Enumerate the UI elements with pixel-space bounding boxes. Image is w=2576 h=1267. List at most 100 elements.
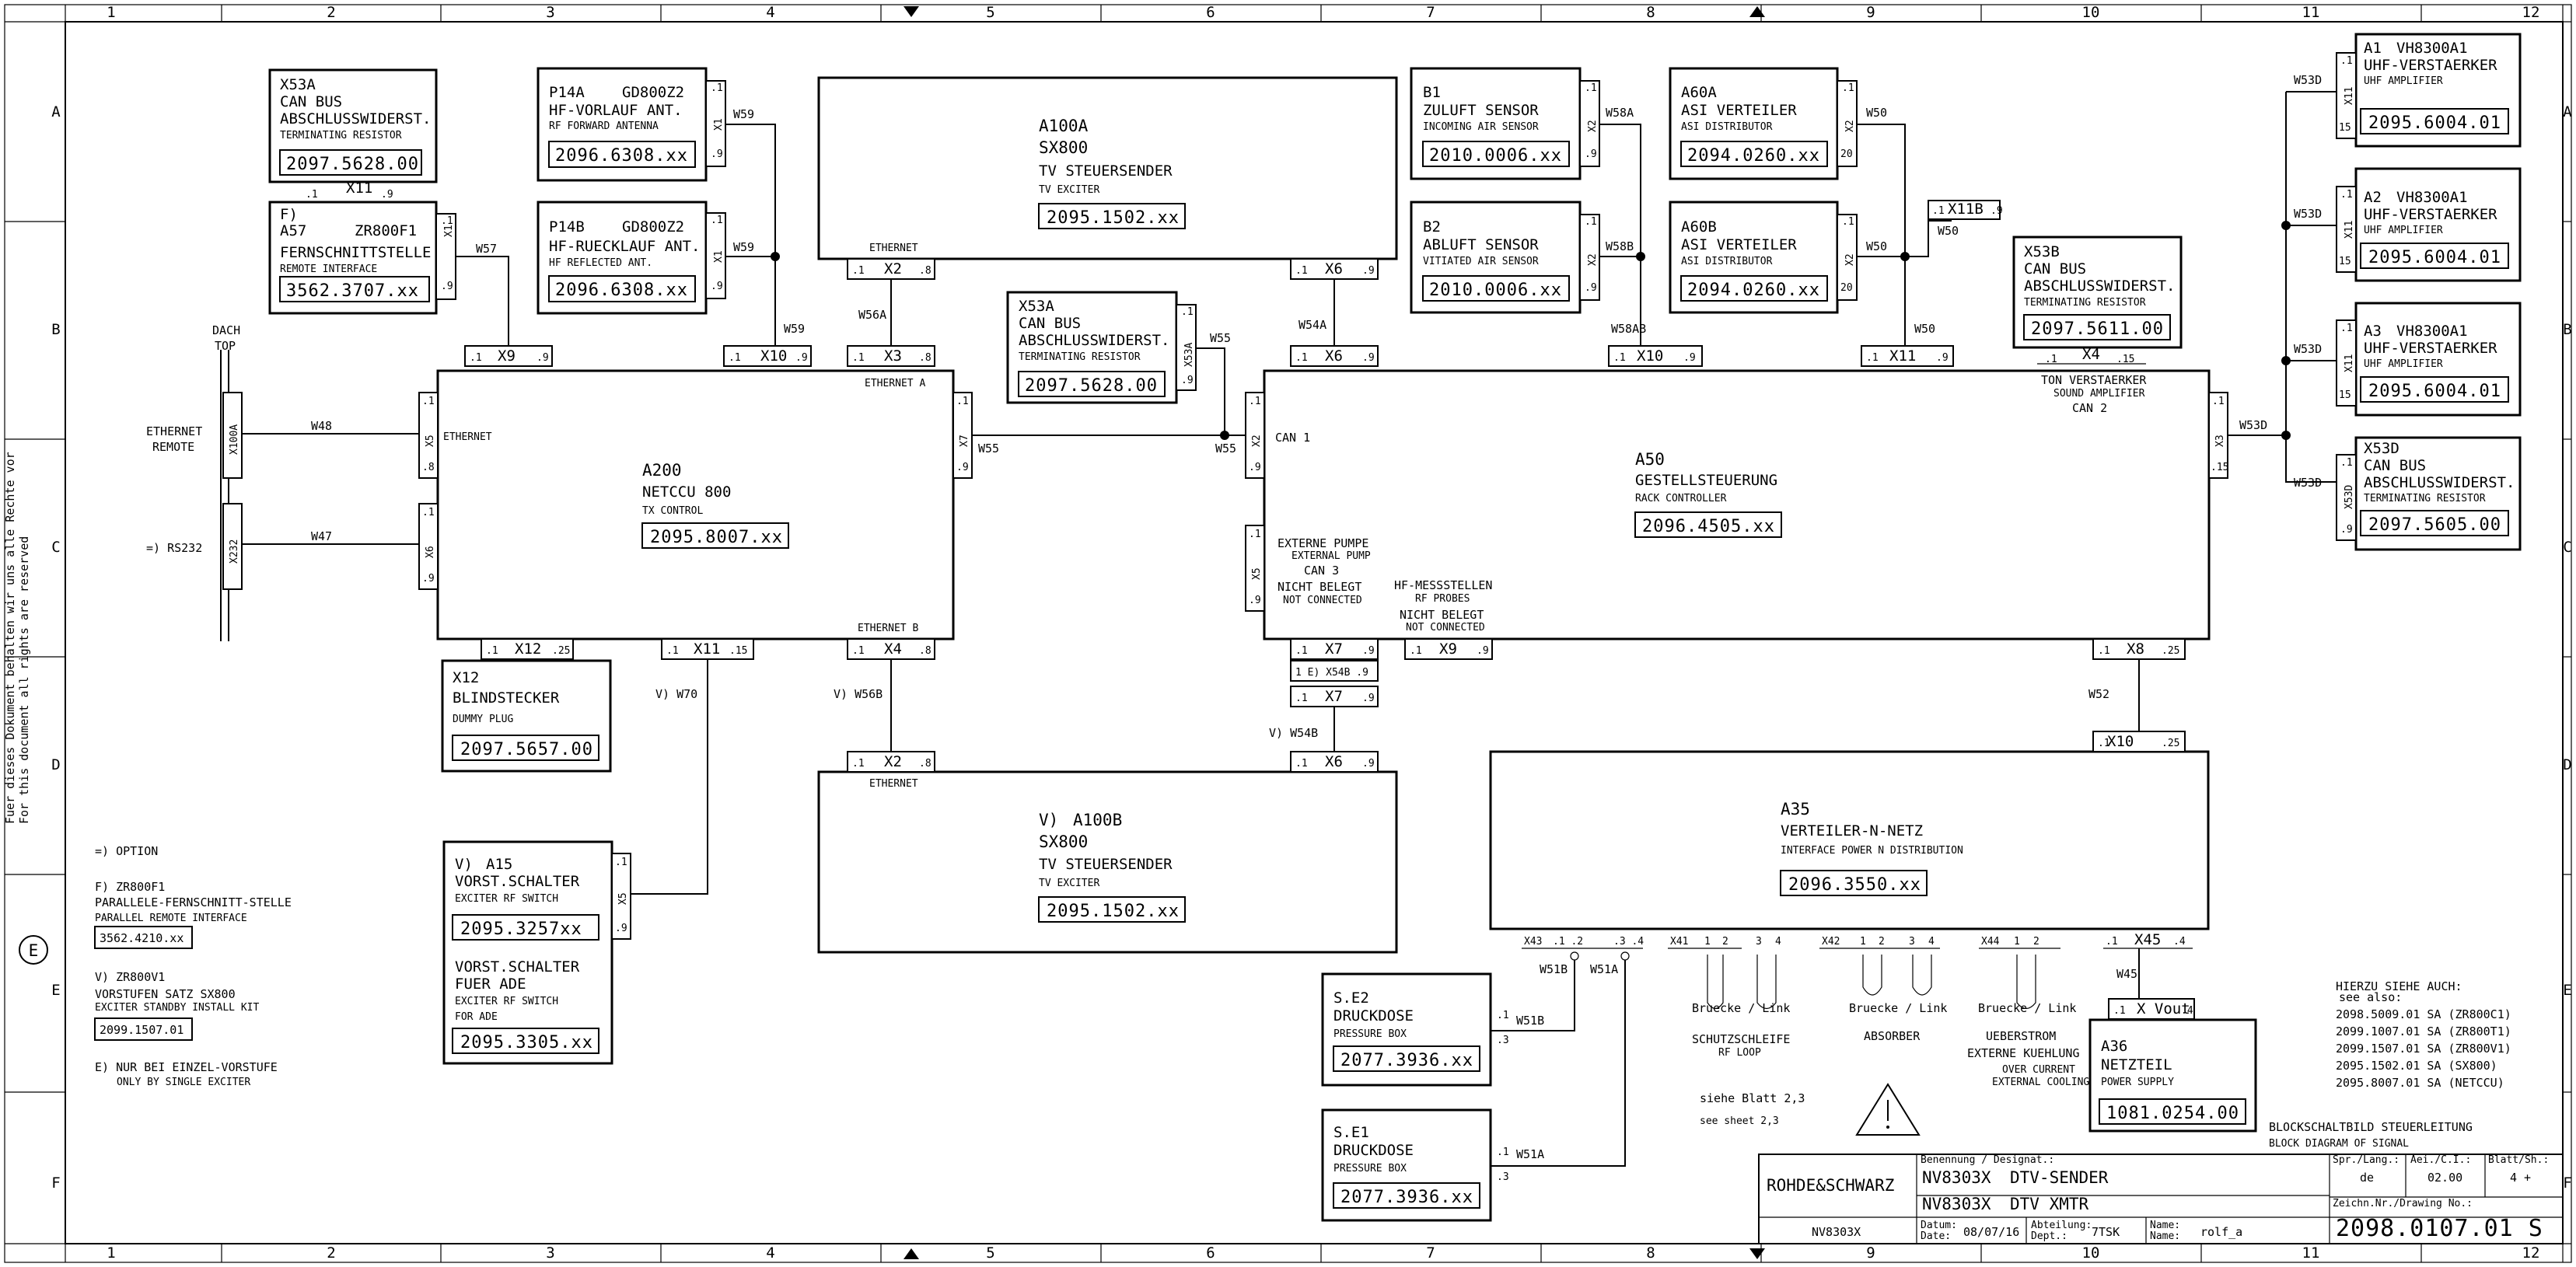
svg-text:EXTERNE PUMPE: EXTERNE PUMPE (1278, 536, 1368, 550)
svg-text:2099.1007.01 SA (ZR800T1): 2099.1007.01 SA (ZR800T1) (2336, 1024, 2511, 1038)
svg-text:SX800: SX800 (1039, 138, 1088, 157)
svg-text:.8: .8 (919, 645, 931, 657)
svg-text:X44: X44 (1981, 936, 2000, 948)
svg-text:X6: X6 (1325, 260, 1343, 277)
svg-text:rolf_a: rolf_a (2200, 1225, 2242, 1239)
svg-text:F) ZR800F1: F) ZR800F1 (95, 880, 165, 894)
svg-text:2095.3257xx: 2095.3257xx (460, 920, 582, 939)
svg-text:X7: X7 (959, 435, 970, 447)
svg-text:BLINDSTECKER: BLINDSTECKER (453, 689, 560, 707)
svg-text:A36: A36 (2101, 1038, 2127, 1055)
svg-text:E: E (2563, 982, 2571, 999)
svg-text:ASI DISTRIBUTOR: ASI DISTRIBUTOR (1681, 256, 1773, 267)
svg-text:.1: .1 (2113, 1005, 2126, 1017)
svg-text:.1: .1 (1497, 1010, 1509, 1021)
svg-text:UHF-VERSTAERKER: UHF-VERSTAERKER (2364, 340, 2497, 357)
svg-text:3: 3 (546, 1244, 554, 1262)
svg-text:SX800: SX800 (1039, 832, 1088, 851)
svg-text:PARALLELE-FERNSCHNITT-STELLE: PARALLELE-FERNSCHNITT-STELLE (95, 895, 292, 909)
svg-text:DACH: DACH (212, 323, 240, 337)
block-b1: B1 ZULUFT SENSOR INCOMING AIR SENSOR 201… (1410, 67, 1600, 180)
svg-text:FERNSCHNITTSTELLE: FERNSCHNITTSTELLE (280, 244, 431, 261)
svg-text:V) W70: V) W70 (655, 687, 697, 701)
svg-text:Bruecke / Link: Bruecke / Link (1692, 1001, 1790, 1015)
svg-text:A100A: A100A (1039, 117, 1089, 135)
svg-text:W50: W50 (1866, 106, 1887, 120)
svg-text:B1: B1 (1423, 84, 1441, 101)
svg-text:2095.6004.01: 2095.6004.01 (2368, 113, 2501, 133)
svg-text:11: 11 (2302, 4, 2320, 21)
svg-text:X2: X2 (1844, 120, 1856, 132)
block-a15: V) A15 VORST.SCHALTER EXCITER RF SWITCH … (442, 840, 631, 1065)
svg-text:.1: .1 (1249, 396, 1261, 407)
svg-text:VH8300A1: VH8300A1 (2396, 40, 2468, 57)
svg-text:15: 15 (2339, 256, 2351, 267)
svg-text:.1: .1 (486, 645, 498, 657)
svg-text:NICHT BELEGT: NICHT BELEGT (1278, 580, 1361, 594)
svg-text:9: 9 (1866, 4, 1875, 21)
svg-text:4 +: 4 + (2510, 1171, 2531, 1185)
svg-text:2097.5611.00: 2097.5611.00 (2031, 319, 2164, 339)
svg-text:.9: .9 (441, 281, 453, 292)
svg-text:X Vout: X Vout (2137, 1000, 2190, 1017)
svg-text:ABSCHLUSSWIDERST.: ABSCHLUSSWIDERST. (1019, 332, 1169, 349)
svg-text:2010.0006.xx: 2010.0006.xx (1429, 146, 1562, 166)
svg-text:E: E (51, 982, 60, 999)
svg-text:X11: X11 (694, 640, 720, 658)
svg-text:2098.5009.01 SA (ZR800C1): 2098.5009.01 SA (ZR800C1) (2336, 1007, 2511, 1021)
rights-note-de: Fuer dieses Dokument behalten wir uns al… (3, 452, 17, 824)
svg-text:8: 8 (1646, 1244, 1655, 1262)
svg-text:V) ZR800V1: V) ZR800V1 (95, 970, 165, 984)
svg-text:.9: .9 (1991, 205, 2003, 217)
svg-text:HF REFLECTED ANT.: HF REFLECTED ANT. (549, 257, 652, 269)
svg-text:X53A: X53A (1183, 343, 1195, 367)
svg-text:HF-VORLAUF ANT.: HF-VORLAUF ANT. (549, 102, 683, 119)
svg-text:VH8300A1: VH8300A1 (2396, 189, 2468, 206)
svg-text:.1: .1 (2340, 55, 2353, 67)
svg-text:W47: W47 (311, 529, 332, 543)
svg-text:HF-RUECKLAUF ANT.: HF-RUECKLAUF ANT. (549, 238, 700, 255)
svg-text:.1: .1 (666, 645, 679, 657)
svg-text:X8: X8 (2127, 640, 2144, 658)
svg-text:.1: .1 (1295, 265, 1308, 277)
svg-text:RACK CONTROLLER: RACK CONTROLLER (1635, 493, 1727, 504)
svg-text:12: 12 (2522, 1244, 2540, 1262)
svg-text:NV8303X: NV8303X (1922, 1168, 1991, 1187)
svg-text:ONLY BY SINGLE EXCITER: ONLY BY SINGLE EXCITER (117, 1077, 250, 1088)
left-side-labels: DACH TOP ETHERNET REMOTE =) RS232 X100A … (146, 323, 240, 564)
svg-text:1: 1 (1704, 936, 1711, 948)
svg-text:SOUND AMPLIFIER: SOUND AMPLIFIER (2053, 388, 2145, 400)
svg-text:Aei./C.I.:: Aei./C.I.: (2410, 1154, 2471, 1166)
block-a3: .1 X11 15 A3 VH8300A1 UHF-VERSTAERKER UH… (2336, 302, 2522, 417)
svg-text:.1: .1 (615, 857, 627, 868)
svg-text:W50: W50 (1938, 224, 1959, 238)
svg-text:.9: .9 (2340, 524, 2353, 536)
svg-text:X9: X9 (1439, 640, 1457, 658)
svg-text:2095.6004.01: 2095.6004.01 (2368, 382, 2501, 401)
svg-text:Name:: Name: (2150, 1220, 2180, 1231)
svg-text:RF FORWARD ANTENNA: RF FORWARD ANTENNA (549, 120, 659, 132)
svg-text:X41: X41 (1670, 936, 1688, 948)
svg-text:BLOCKSCHALTBILD STEUERLEITUNG: BLOCKSCHALTBILD STEUERLEITUNG (2269, 1120, 2473, 1134)
svg-text:4: 4 (766, 4, 774, 21)
svg-text:ASI DISTRIBUTOR: ASI DISTRIBUTOR (1681, 121, 1773, 133)
svg-text:2097.5657.00: 2097.5657.00 (460, 740, 593, 759)
svg-text:.3 .4: .3 .4 (1613, 936, 1644, 948)
svg-text:A1: A1 (2364, 40, 2382, 57)
svg-text:X6: X6 (1325, 753, 1343, 770)
svg-text:6: 6 (1206, 1244, 1215, 1262)
svg-text:GD800Z2: GD800Z2 (622, 218, 684, 236)
svg-text:A35: A35 (1781, 800, 1810, 818)
svg-text:1: 1 (1860, 936, 1866, 948)
svg-text:X7: X7 (1325, 640, 1343, 658)
svg-text:.1: .1 (1295, 758, 1308, 770)
revision-circle (19, 935, 48, 965)
svg-text:.9: .9 (711, 148, 723, 160)
svg-text:X6: X6 (425, 546, 436, 558)
svg-text:.1: .1 (2106, 936, 2118, 948)
svg-text:.8: .8 (422, 462, 435, 473)
svg-text:08/07/16: 08/07/16 (1963, 1225, 2019, 1239)
svg-text:.9: .9 (1477, 645, 1489, 657)
outer-frame (4, 4, 2572, 1263)
